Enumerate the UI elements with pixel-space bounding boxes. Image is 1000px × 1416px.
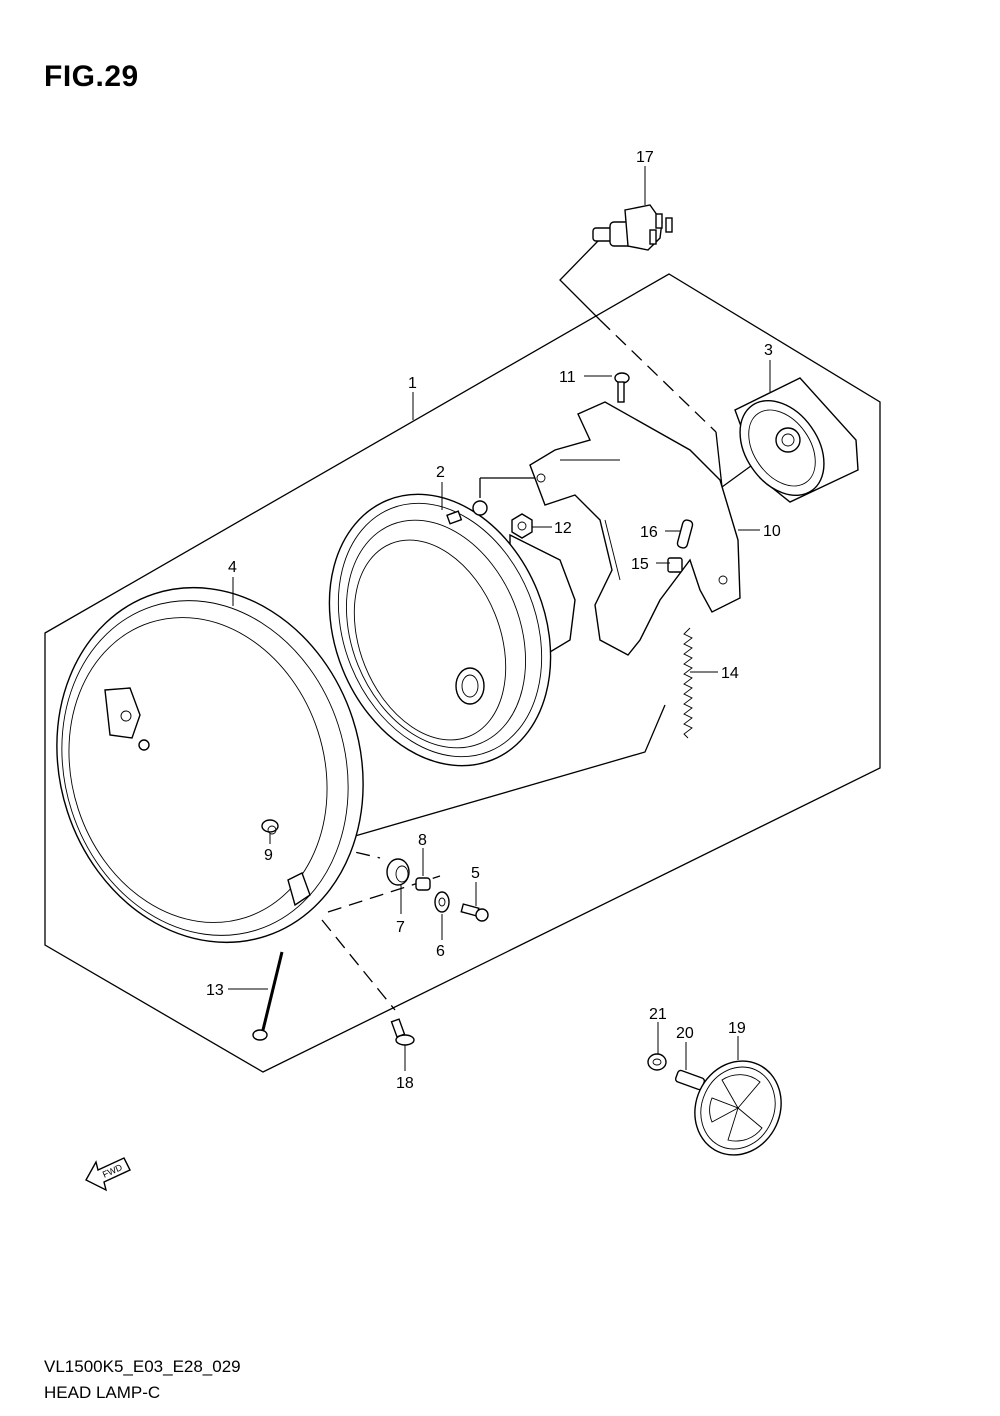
callout-19: 19 — [728, 1020, 746, 1037]
section-name: HEAD LAMP-C — [44, 1383, 161, 1402]
adjusting-screw-part-13 — [252, 951, 284, 1041]
pin-part-16 — [676, 519, 694, 549]
nut-part-12 — [511, 513, 533, 539]
screw-part-18 — [390, 1018, 415, 1046]
callout-14: 14 — [721, 665, 739, 682]
callout-17: 17 — [636, 149, 654, 166]
housing-part-4 — [56, 586, 364, 944]
fwd-direction-arrow: FWD — [85, 1157, 131, 1192]
assembly-outline-box — [44, 273, 881, 1073]
callout-21: 21 — [649, 1006, 667, 1023]
callout-4: 4 — [228, 559, 237, 576]
callout-7: 7 — [396, 919, 405, 936]
callout-10: 10 — [763, 523, 781, 540]
callout-13: 13 — [206, 982, 224, 999]
spacer-part-8 — [415, 877, 431, 891]
head-lamp-unit-part-2 — [328, 493, 576, 767]
screw-part-11 — [614, 372, 630, 403]
bulb-part-17 — [592, 204, 673, 251]
callout-20: 20 — [676, 1025, 694, 1042]
callout-18: 18 — [396, 1075, 414, 1092]
figure-title: FIG.29 — [44, 60, 139, 93]
callout-12: 12 — [554, 520, 572, 537]
callout-labels: 1 2 3 4 5 6 7 8 9 10 11 12 13 14 15 16 1… — [206, 149, 781, 1092]
washer-part-21 — [647, 1053, 667, 1071]
cushion-part-7 — [386, 858, 410, 886]
socket-cover-part-3 — [734, 377, 859, 503]
bracket-part-10 — [529, 401, 741, 656]
callout-6: 6 — [436, 943, 445, 960]
callout-15: 15 — [631, 556, 649, 573]
model-code: VL1500K5_E03_E28_029 — [44, 1357, 241, 1376]
callout-3: 3 — [764, 342, 773, 359]
callout-1: 1 — [408, 375, 417, 392]
callout-16: 16 — [640, 524, 658, 541]
spring-part-14 — [683, 627, 693, 739]
callout-11: 11 — [559, 369, 576, 386]
callout-2: 2 — [436, 464, 445, 481]
callout-5: 5 — [471, 865, 480, 882]
reflector-part-19 — [694, 1060, 782, 1156]
callout-9: 9 — [264, 847, 273, 864]
callout-8: 8 — [418, 832, 427, 849]
clip-part-15 — [667, 557, 683, 573]
screw-part-5 — [460, 903, 489, 922]
washer-part-6 — [434, 891, 450, 913]
callout-leaders — [228, 166, 771, 1071]
nut-part-9 — [261, 819, 279, 835]
